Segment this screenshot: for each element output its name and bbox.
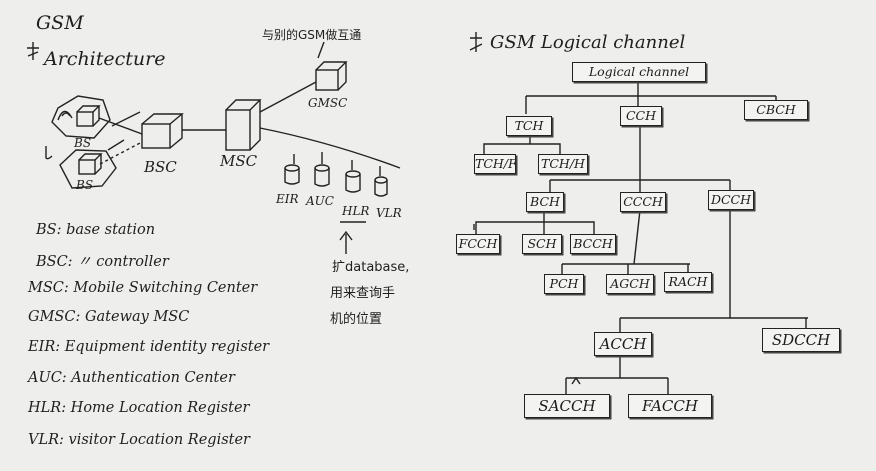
db-note-line2: 用来查询手 bbox=[330, 286, 396, 301]
node-facch: FACCH bbox=[628, 394, 712, 418]
db-note-line1: 扩database, bbox=[332, 260, 410, 275]
gmsc-label: GMSC bbox=[308, 96, 348, 110]
node-sch: SCH bbox=[522, 234, 562, 254]
cell-edge-marks bbox=[107, 111, 141, 151]
gmsc-note-arrow bbox=[317, 41, 325, 59]
edge-cch-drops bbox=[549, 180, 731, 192]
node-bch: BCH bbox=[526, 192, 564, 212]
edge-level1-drops bbox=[525, 96, 777, 114]
bs-label-1: BS bbox=[74, 136, 92, 150]
gmsc-note: 与别的GSM做互通 bbox=[262, 28, 362, 42]
legend-item: BSC: 〃 controller bbox=[36, 254, 169, 270]
node-pch: PCH bbox=[544, 274, 584, 294]
legend-item: HLR: Home Location Register bbox=[28, 400, 250, 416]
node-cbch: CBCH bbox=[744, 100, 808, 120]
node-tch-h: TCH/H bbox=[538, 154, 588, 174]
edge-tch-children bbox=[483, 136, 561, 154]
node-sacch: SACCH bbox=[524, 394, 610, 418]
link-msc-gmsc bbox=[259, 81, 317, 113]
vlr-cylinder bbox=[374, 176, 388, 197]
database-drops bbox=[293, 152, 381, 176]
cell-hexagon-upper bbox=[51, 95, 111, 139]
node-tch-f: TCH/F bbox=[474, 154, 516, 174]
legend-item: EIR: Equipment identity register bbox=[28, 339, 270, 355]
title-star-mark-right bbox=[469, 32, 483, 52]
node-bcch: BCCH bbox=[570, 234, 616, 254]
legend-item: AUC: Authentication Center bbox=[28, 370, 235, 386]
logical-channel-title: GSM Logical channel bbox=[490, 32, 686, 53]
legend-item: MSC: Mobile Switching Center bbox=[28, 280, 258, 296]
hlr-cylinder bbox=[345, 170, 361, 193]
gmsc-cube bbox=[315, 61, 348, 91]
antenna-mark bbox=[57, 110, 73, 121]
eir-label: EIR bbox=[276, 192, 299, 206]
cell-hexagon-lower bbox=[59, 149, 117, 189]
db-note-line3: 机的位置 bbox=[330, 312, 383, 327]
node-fcch: FCCH bbox=[456, 234, 500, 254]
link-bs2-bsc bbox=[99, 141, 143, 165]
hlr-note-arrow bbox=[339, 230, 353, 254]
msc-label: MSC bbox=[220, 152, 258, 170]
node-sdcch: SDCCH bbox=[762, 328, 840, 352]
bs-cube-1 bbox=[76, 105, 101, 127]
edge-bch-children bbox=[475, 212, 595, 234]
bsc-label: BSC bbox=[144, 158, 177, 176]
node-rach: RACH bbox=[664, 272, 712, 292]
legend-item: BS: base station bbox=[36, 222, 156, 238]
node-dcch: DCCH bbox=[708, 190, 754, 210]
edge-ccch-drops bbox=[561, 264, 689, 274]
bs-label-2: BS bbox=[76, 178, 94, 192]
edge-acch-tick bbox=[571, 376, 581, 385]
eir-cylinder bbox=[284, 164, 300, 185]
node-agch: AGCH bbox=[606, 274, 654, 294]
auc-cylinder bbox=[314, 164, 330, 187]
architecture-title-line1: GSM bbox=[36, 12, 84, 34]
bs-cube-2 bbox=[78, 153, 103, 175]
auc-label: AUC bbox=[306, 194, 334, 208]
node-ccch: CCCH bbox=[620, 192, 666, 212]
bsc-cube bbox=[141, 113, 184, 149]
database-bus bbox=[259, 127, 401, 169]
vlr-label: VLR bbox=[376, 206, 402, 220]
msc-cube bbox=[225, 99, 262, 151]
edge-dcch-drops bbox=[619, 318, 807, 332]
node-acch: ACCH bbox=[594, 332, 652, 356]
architecture-title-line2: Architecture bbox=[44, 48, 166, 70]
node-logical-channel: Logical channel bbox=[572, 62, 706, 82]
b-mark bbox=[45, 146, 53, 160]
hlr-label: HLR bbox=[342, 204, 370, 218]
link-bs1-bsc bbox=[98, 117, 143, 135]
edge-ccch-down bbox=[633, 209, 641, 265]
node-tch: TCH bbox=[506, 116, 552, 136]
title-star-mark-left bbox=[27, 42, 39, 60]
edge-acch-drops bbox=[565, 378, 669, 394]
node-cch: CCH bbox=[620, 106, 662, 126]
legend-item: VLR: visitor Location Register bbox=[28, 432, 250, 448]
legend-item: GMSC: Gateway MSC bbox=[28, 309, 190, 325]
